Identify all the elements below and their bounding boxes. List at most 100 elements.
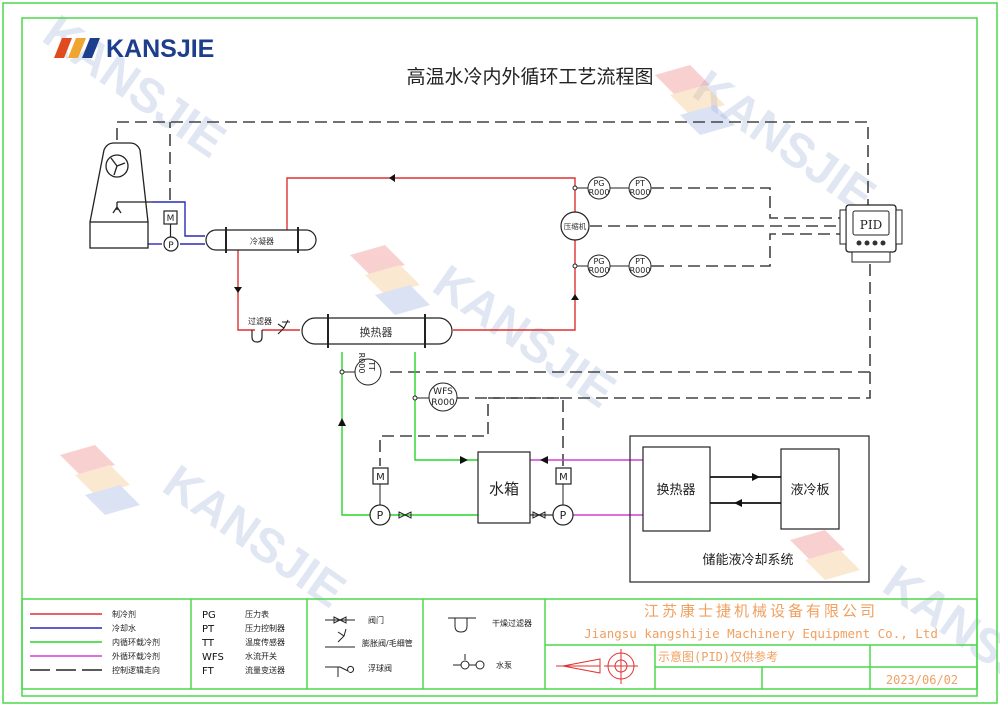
logo: KANSJIE xyxy=(54,35,214,63)
instrument-id: R000 xyxy=(589,188,610,197)
heat-exchanger[interactable]: 换热器 xyxy=(301,314,453,348)
legend-abbrev-code: PG xyxy=(202,610,216,621)
instrument-tag: PG xyxy=(593,257,604,266)
condenser[interactable]: 冷凝器 xyxy=(205,227,317,253)
instrument-id: R000 xyxy=(630,188,651,197)
watermark: KANSJIE xyxy=(684,61,885,224)
condenser-label: 冷凝器 xyxy=(250,236,274,246)
flow-arrow xyxy=(234,287,242,293)
instrument-tag: PT xyxy=(635,179,645,188)
instrument-wfs[interactable]: WFS R000 xyxy=(428,382,458,412)
legend-abbrev-code: FT xyxy=(202,666,215,677)
inner-pump-group[interactable]: M P xyxy=(369,467,412,526)
instrument-tt[interactable]: TT R000 xyxy=(354,353,382,386)
legend-abbrev-meaning: 压力控制器 xyxy=(245,623,285,633)
fan-icon xyxy=(105,154,129,178)
logo-stripe-red xyxy=(54,38,72,58)
instrument-pg-bottom[interactable]: PG R000 xyxy=(587,254,611,278)
instrument-id: R000 xyxy=(431,398,455,408)
motor-label: M xyxy=(559,472,568,483)
float-valve-symbol-icon xyxy=(325,665,355,677)
refrigerant-line-discharge xyxy=(286,177,576,331)
control-line-motor-2 xyxy=(457,397,564,466)
expansion-valve[interactable] xyxy=(277,319,290,335)
inner-loop-return xyxy=(341,352,372,516)
company-name-en: Jiangsu kangshijie Machinery Equipment C… xyxy=(584,626,938,641)
legend-symbols xyxy=(325,616,485,677)
legend-line-label: 内循环载冷剂 xyxy=(112,637,160,647)
storage-cooling-system[interactable]: 换热器 液冷板 储能液冷却系统 xyxy=(629,435,870,583)
outer-pump-group[interactable]: M P xyxy=(532,467,574,526)
instrument-id: R000 xyxy=(357,353,366,374)
heat-exchanger-label: 换热器 xyxy=(360,325,393,339)
instrument-id: R000 xyxy=(630,266,651,275)
pid-label: PID xyxy=(860,218,882,232)
flow-arrow xyxy=(389,174,395,182)
pump-icon[interactable] xyxy=(163,236,179,252)
instrument-tag: PT xyxy=(635,257,645,266)
control-line-pt-bottom xyxy=(652,233,840,267)
legend-symbol-label: 水泵 xyxy=(496,660,512,670)
pump-label: P xyxy=(560,509,567,522)
compressor[interactable]: 压缩机 xyxy=(560,211,590,241)
legend-line-label: 控制逻辑走向 xyxy=(112,665,160,675)
logo-text: KANSJIE xyxy=(106,35,214,63)
water-tank-label: 水箱 xyxy=(489,480,519,498)
filter-label: 过滤器 xyxy=(248,316,272,326)
tower-body xyxy=(89,142,149,223)
control-line-motor-1 xyxy=(379,372,871,466)
cooling-water-lines xyxy=(148,201,205,245)
control-lines xyxy=(116,121,871,466)
watermark-stripes xyxy=(60,65,860,580)
fan-blades xyxy=(110,157,126,176)
drawing-date: 2023/06/02 xyxy=(886,673,958,687)
legend-abbrev-code: TT xyxy=(201,638,215,649)
motor-label: M xyxy=(167,214,175,224)
dryer-filter[interactable]: 过滤器 xyxy=(248,316,272,343)
legend-line-label: 制冷剂 xyxy=(112,609,136,619)
pid-controller[interactable]: PID xyxy=(839,204,903,263)
condenser-pump-group: M P xyxy=(163,210,179,252)
inner-loop-supply xyxy=(414,352,478,461)
flow-arrow xyxy=(460,456,468,464)
dryer-filter-symbol-icon xyxy=(448,617,476,633)
instrument-pg-top[interactable]: PG R000 xyxy=(587,176,611,200)
instrument-id: R000 xyxy=(589,266,610,275)
legend-abbrev-meaning: 压力表 xyxy=(245,609,269,619)
outer-loop-lines xyxy=(530,459,643,516)
legend-symbol-label: 阀门 xyxy=(368,615,384,625)
legend-line-label: 冷却水 xyxy=(112,623,136,633)
cooling-tower xyxy=(89,142,152,249)
water-tank[interactable]: 水箱 xyxy=(477,451,531,524)
tower-basin xyxy=(89,221,149,249)
storage-heat-exchanger-label: 换热器 xyxy=(656,483,695,498)
instrument-tag: WFS xyxy=(433,387,453,397)
motor-label: M xyxy=(376,472,385,483)
watermarks: KANSJIE KANSJIE KANSJIE KANSJIE KANSJIE xyxy=(34,6,1000,706)
legend-abbrev-meaning: 流量变送器 xyxy=(245,665,285,675)
company-name-cn: 江苏康士捷机械设备有限公司 xyxy=(644,602,878,620)
cold-plate-label: 液冷板 xyxy=(790,483,829,498)
projection-symbol-icon xyxy=(556,649,638,684)
spray-icon xyxy=(112,201,152,214)
cold-plate[interactable] xyxy=(780,448,840,530)
control-line-tower xyxy=(116,121,869,205)
legend-line-label: 外循环载冷剂 xyxy=(112,651,160,661)
instrument-pt-bottom[interactable]: PT R000 xyxy=(628,254,652,278)
valve-symbol-icon xyxy=(325,616,355,624)
compressor-label: 压缩机 xyxy=(564,221,587,231)
inner-frame xyxy=(21,17,978,697)
legend-symbol-label: 膨胀阀/毛细管 xyxy=(362,638,413,648)
control-line-pt-top xyxy=(652,187,840,219)
flow-arrow xyxy=(338,418,346,426)
storage-heat-exchanger[interactable] xyxy=(642,446,711,532)
legend-abbrev-code: WFS xyxy=(202,652,224,663)
refrigerant-line-liquid xyxy=(237,250,255,331)
instrument-pt-top[interactable]: PT R000 xyxy=(628,176,652,200)
motor-symbol-icon xyxy=(475,660,485,670)
